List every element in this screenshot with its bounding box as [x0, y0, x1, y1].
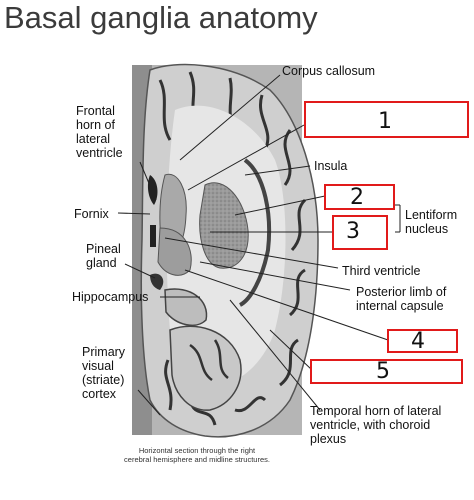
leader-pineal: [124, 263, 156, 279]
leader-posterior-limb: [199, 261, 351, 291]
label-insula: Insula: [314, 159, 348, 173]
leader-box-4: [184, 269, 389, 341]
label-pineal-gland: Pineal gland: [86, 242, 121, 270]
label-frontal-horn: Frontal horn of lateral ventricle: [76, 104, 123, 160]
leader-fornix: [117, 212, 151, 215]
label-temporal-horn: Temporal horn of lateral ventricle, with…: [310, 404, 442, 446]
answer-box-3[interactable]: 3: [332, 215, 388, 250]
label-third-ventricle: Third ventricle: [342, 264, 421, 278]
leader-temporal-horn: [229, 299, 321, 411]
leader-visual-cortex: [137, 389, 161, 416]
label-primary-visual-cortex: Primary visual (striate) cortex: [82, 345, 126, 401]
leader-insula: [244, 165, 311, 176]
leader-third-ventricle: [164, 237, 339, 269]
leader-box-1: [187, 124, 305, 191]
answer-3: 3: [346, 219, 360, 244]
page-title: Basal ganglia anatomy: [4, 0, 318, 35]
answer-5: 5: [376, 359, 390, 384]
answer-box-5[interactable]: 5: [310, 359, 463, 384]
answer-2: 2: [350, 185, 364, 210]
label-fornix: Fornix: [74, 207, 109, 221]
answer-box-1[interactable]: 1: [304, 101, 469, 138]
figure-caption: Horizontal section through the right cer…: [124, 446, 270, 464]
label-lentiform-nucleus: Lentiform nucleus: [405, 208, 458, 236]
answer-box-2[interactable]: 2: [324, 184, 395, 210]
leader-box-2: [234, 195, 326, 216]
label-hippocampus: Hippocampus: [72, 290, 149, 304]
answer-1: 1: [378, 109, 392, 134]
label-corpus-callosum: Corpus callosum: [282, 64, 376, 78]
answer-4: 4: [411, 329, 425, 354]
leader-frontal-horn: [139, 161, 157, 201]
answer-box-4[interactable]: 4: [387, 329, 458, 353]
leader-corpus-callosum: [179, 74, 281, 161]
label-posterior-limb: Posterior limb of internal capsule: [356, 285, 447, 313]
leader-box-5: [269, 329, 313, 371]
